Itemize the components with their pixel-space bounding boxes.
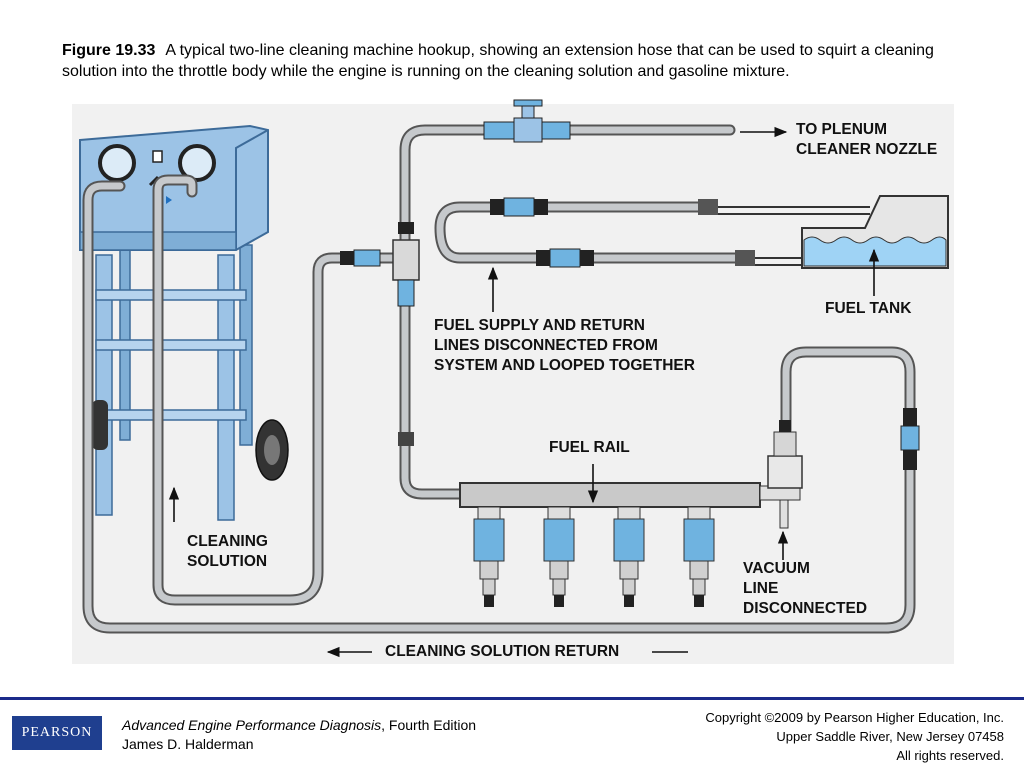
book-title: Advanced Engine Performance Diagnosis — [122, 717, 382, 733]
hose-fittings — [340, 99, 920, 470]
copyright-line: Upper Saddle River, New Jersey 07458 — [776, 729, 1004, 744]
label-cleaning-solution-return: CLEANING SOLUTION RETURN — [385, 643, 620, 660]
label-arrows — [168, 126, 880, 658]
label-line: VACUUM — [743, 560, 810, 577]
label-to-plenum: TO PLENUM CLEANER NOZZLE — [796, 120, 937, 160]
label-line: DISCONNECTED — [743, 600, 868, 617]
label-cleaning-solution: CLEANING SOLUTION — [187, 532, 268, 572]
label-line: LINES DISCONNECTED FROM — [434, 337, 658, 354]
figure-number: Figure 19.33 — [62, 42, 156, 59]
book-author: James D. Halderman — [122, 736, 254, 752]
label-vacuum-line: VACUUM LINE DISCONNECTED — [743, 559, 867, 619]
injector — [613, 506, 645, 607]
label-line: FUEL SUPPLY AND RETURN — [434, 317, 646, 334]
copyright-line: Copyright ©2009 by Pearson Higher Educat… — [705, 710, 1004, 725]
left-gauge — [98, 144, 136, 182]
caption-text: A typical two-line cleaning machine hook… — [62, 42, 934, 80]
hoses — [82, 124, 916, 634]
label-line: TO PLENUM — [796, 121, 887, 138]
tee-fitting — [392, 239, 420, 281]
label-fuel-rail: FUEL RAIL — [549, 439, 630, 456]
injector — [543, 506, 575, 607]
book-info: Advanced Engine Performance Diagnosis, F… — [122, 716, 476, 754]
injector — [473, 506, 505, 607]
label-line: LINE — [743, 580, 779, 597]
label-line: CLEANER NOZZLE — [796, 141, 938, 158]
cleaning-machine-diagram — [72, 99, 954, 664]
label-line: SYSTEM AND LOOPED TOGETHER — [434, 357, 695, 374]
footer-divider — [0, 697, 1024, 700]
cleaning-machine — [79, 124, 289, 521]
copyright-line: All rights reserved. — [896, 748, 1004, 763]
label-fuel-tank: FUEL TANK — [825, 300, 912, 317]
pressure-regulator — [759, 420, 803, 529]
label-fuel-lines: FUEL SUPPLY AND RETURN LINES DISCONNECTE… — [434, 316, 695, 376]
label-line: SOLUTION — [187, 553, 268, 570]
book-edition: , Fourth Edition — [381, 717, 477, 733]
injector — [683, 506, 715, 607]
label-line: CLEANING — [187, 533, 268, 550]
right-gauge — [178, 144, 216, 182]
copyright-notice: Copyright ©2009 by Pearson Higher Educat… — [705, 708, 1004, 765]
pearson-logo: PEARSON — [12, 716, 102, 750]
